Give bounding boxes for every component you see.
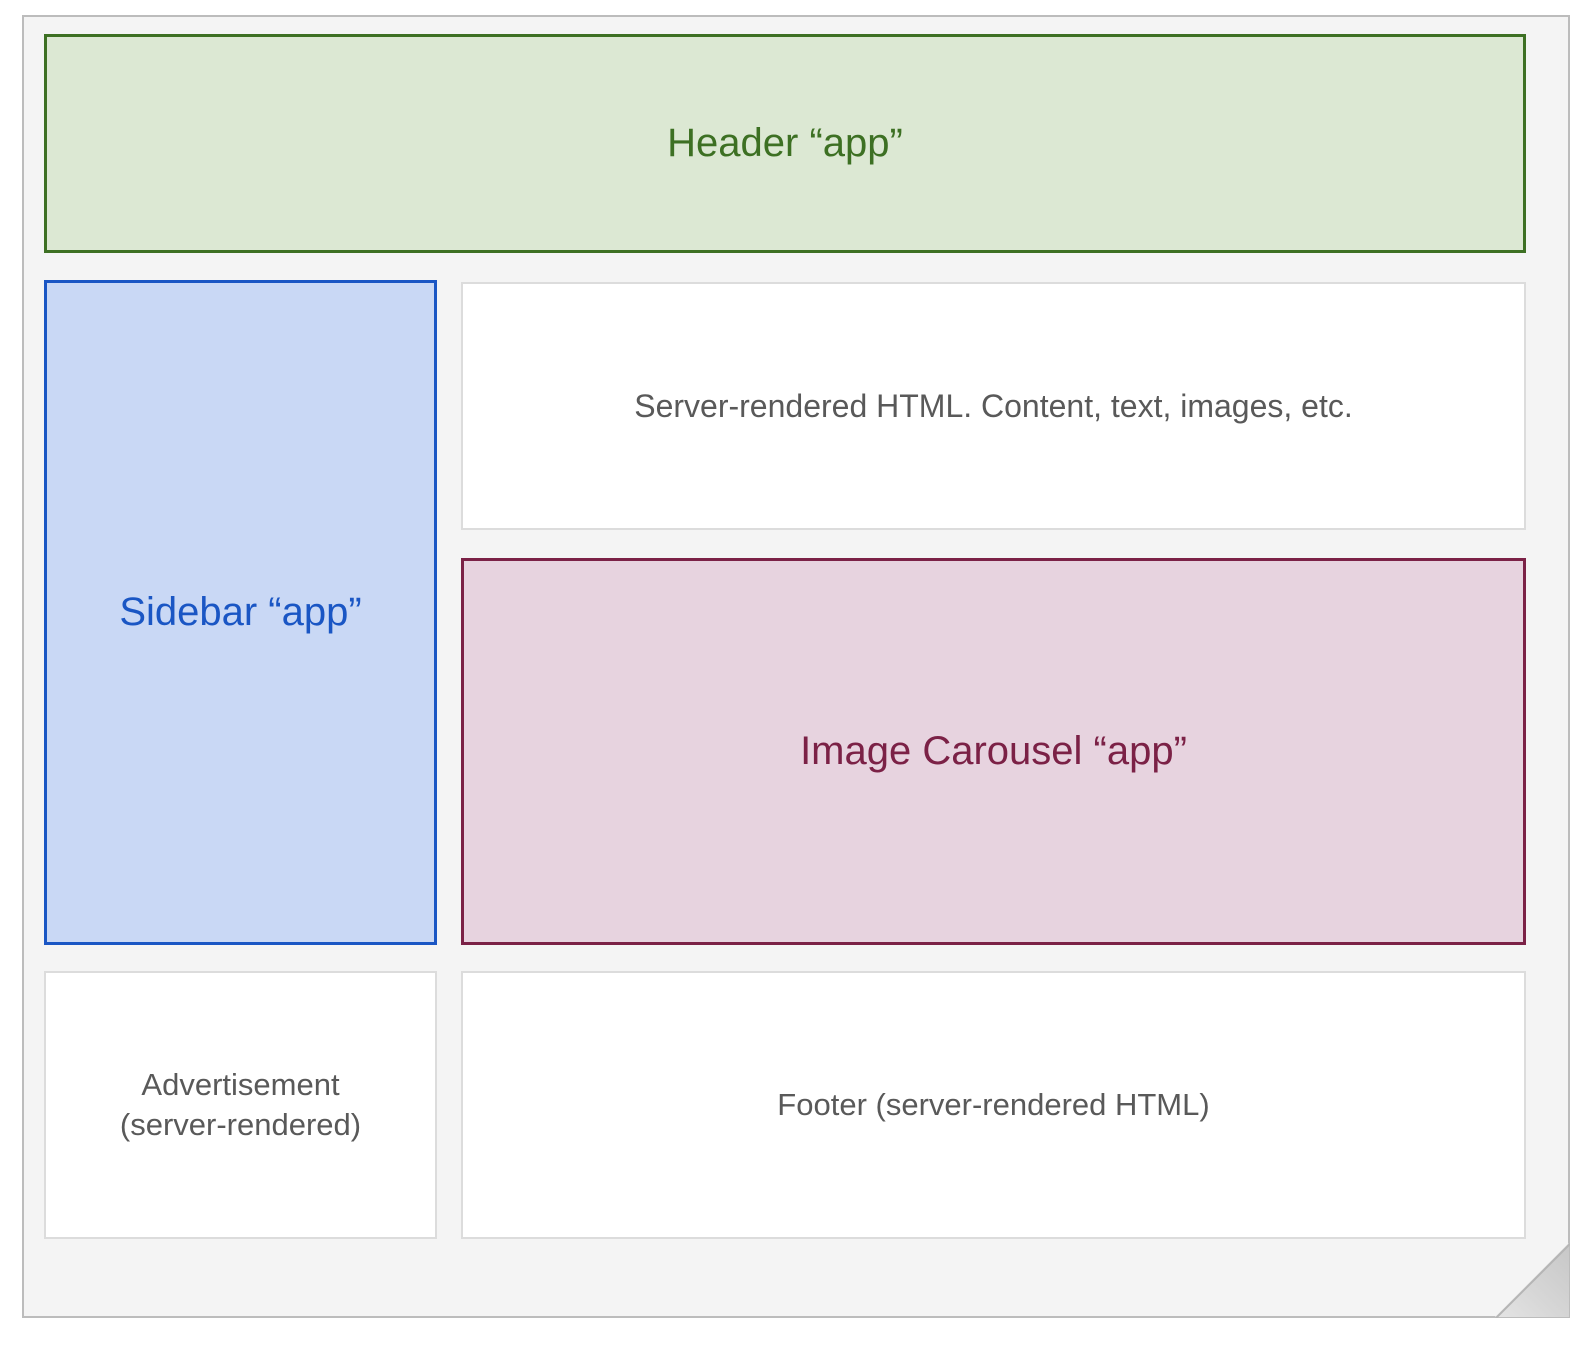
image-carousel-app-label: Image Carousel “app” xyxy=(800,728,1187,773)
footer-block[interactable]: Footer (server-rendered HTML) xyxy=(461,971,1526,1239)
advertisement-label: Advertisement (server-rendered) xyxy=(119,1067,362,1142)
page-fold-edge-icon xyxy=(1492,1240,1570,1318)
page-fold-mask-icon xyxy=(1494,1242,1570,1318)
server-rendered-content-block[interactable]: Server-rendered HTML. Content, text, ima… xyxy=(461,282,1526,530)
page-sheet: Header “app” Sidebar “app” Server-render… xyxy=(22,15,1570,1318)
header-app-label: Header “app” xyxy=(667,120,903,165)
advertisement-block[interactable]: Advertisement (server-rendered) xyxy=(44,971,437,1239)
server-rendered-content-label: Server-rendered HTML. Content, text, ima… xyxy=(634,387,1353,424)
page-fold-corner-icon xyxy=(1495,1243,1569,1317)
image-carousel-app-block[interactable]: Image Carousel “app” xyxy=(461,558,1526,945)
sidebar-app-label: Sidebar “app” xyxy=(119,589,362,634)
footer-label: Footer (server-rendered HTML) xyxy=(777,1087,1210,1123)
sidebar-app-block[interactable]: Sidebar “app” xyxy=(44,280,437,945)
header-app-block[interactable]: Header “app” xyxy=(44,34,1526,253)
